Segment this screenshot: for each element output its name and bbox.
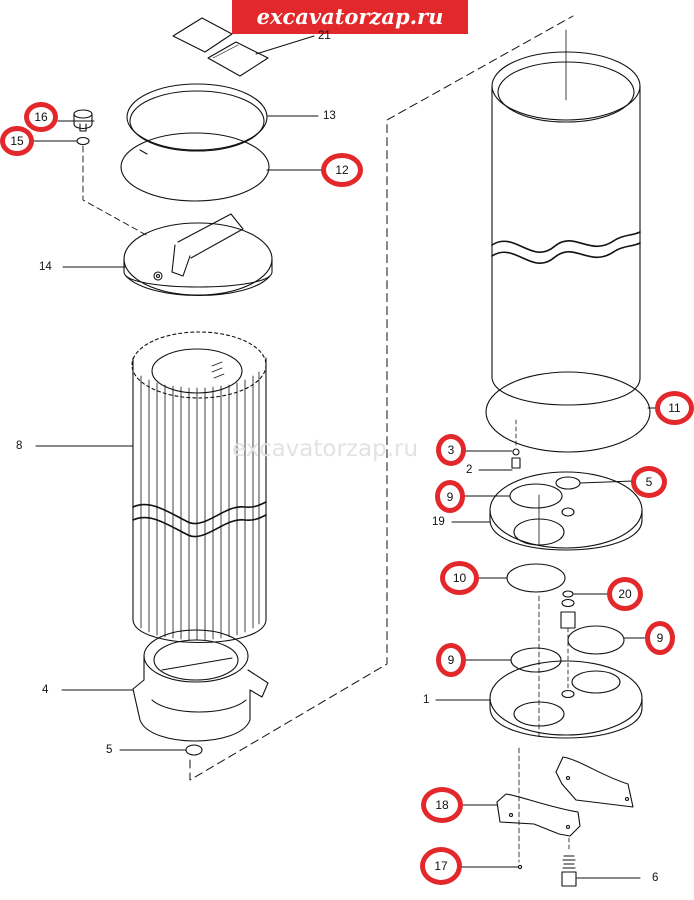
- filter-cover-14: [123, 213, 273, 296]
- callout-9-right-highlighted: 9: [645, 621, 675, 655]
- o-ring-11: [485, 371, 651, 453]
- callout-14: 14: [39, 261, 52, 273]
- site-title-banner: excavatorzap.ru: [232, 0, 468, 34]
- callout-6: 6: [652, 872, 659, 884]
- callout-4: 4: [42, 684, 49, 696]
- callout-9-upper-highlighted: 9: [435, 480, 465, 513]
- callout-21: 21: [318, 30, 331, 42]
- callout-9-lower-highlighted: 9: [436, 643, 466, 677]
- leader-lines: [31, 35, 658, 879]
- o-ring-9-upper: [509, 483, 563, 509]
- callout-13: 13: [323, 110, 336, 122]
- upper-plate-19: [489, 471, 643, 551]
- o-ring-5-left: [185, 744, 203, 756]
- callout-5-right-highlighted: 5: [631, 466, 667, 498]
- callout-18-highlighted: 18: [421, 787, 463, 823]
- callout-3-highlighted: 3: [436, 434, 466, 466]
- screw-2-and-washer-3: [511, 419, 521, 469]
- o-ring-12: [120, 132, 270, 202]
- gasket-18: [496, 747, 634, 863]
- callout-8: 8: [16, 440, 23, 452]
- o-ring-9-lower: [510, 647, 562, 673]
- o-ring-9-right: [567, 625, 625, 655]
- lower-plate-1: [489, 595, 643, 741]
- snap-ring-13: [126, 83, 268, 152]
- callout-12-highlighted: 12: [321, 153, 363, 187]
- drain-plug-6: [561, 837, 577, 887]
- callout-19: 19: [432, 516, 445, 528]
- leader-plug-to-cover: [82, 145, 149, 237]
- callout-5-left: 5: [106, 744, 113, 756]
- callout-11-highlighted: 11: [655, 391, 694, 425]
- filter-element-8: [131, 331, 267, 644]
- o-ring-15: [76, 136, 90, 146]
- leader-bowl-to-lower-plate: [189, 15, 574, 781]
- small-ring-17: [517, 864, 523, 870]
- callout-16-highlighted: 16: [24, 102, 58, 132]
- callout-1: 1: [423, 694, 430, 706]
- callout-20-highlighted: 20: [607, 577, 643, 611]
- o-ring-5-right: [555, 476, 581, 490]
- callout-10-highlighted: 10: [440, 561, 479, 595]
- callout-2: 2: [466, 464, 473, 476]
- bowl-adapter-4: [132, 629, 269, 742]
- outer-housing-11: [491, 29, 641, 406]
- sealing-sheet-21: [172, 17, 269, 77]
- watermark-text: excavatorzap.ru: [232, 436, 419, 462]
- callout-17-highlighted: 17: [420, 847, 462, 885]
- callout-15-highlighted: 15: [0, 126, 34, 156]
- plug-16: [73, 109, 93, 132]
- o-ring-10: [506, 563, 566, 593]
